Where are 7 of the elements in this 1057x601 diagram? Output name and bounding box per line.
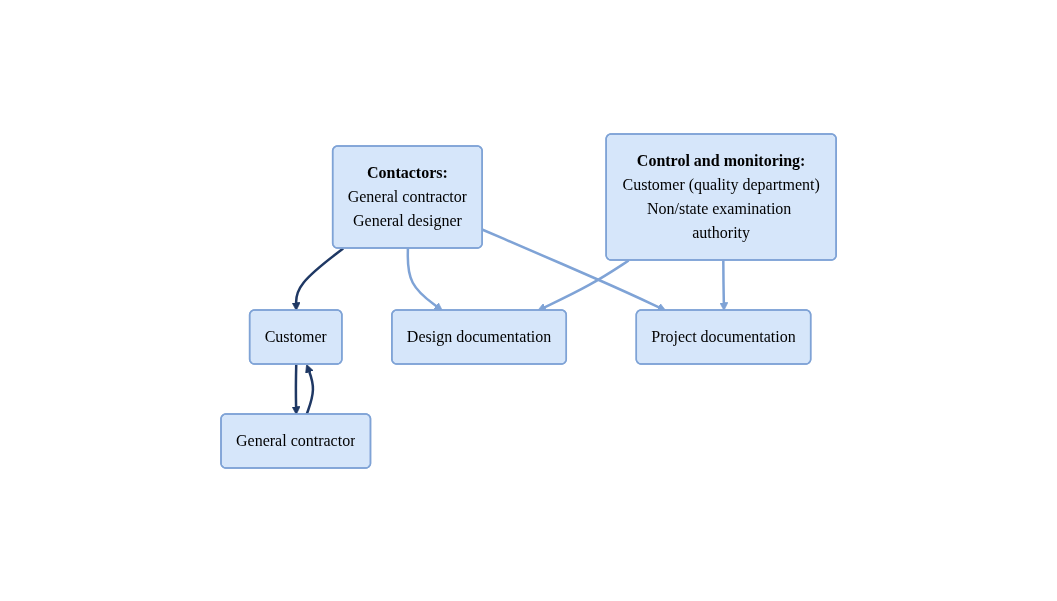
arrow [291, 247, 344, 311]
arrow [537, 258, 630, 311]
arrow [482, 228, 667, 311]
arrow [305, 363, 315, 415]
arrow [291, 363, 301, 415]
arrow [406, 248, 443, 311]
arrow [719, 260, 729, 311]
